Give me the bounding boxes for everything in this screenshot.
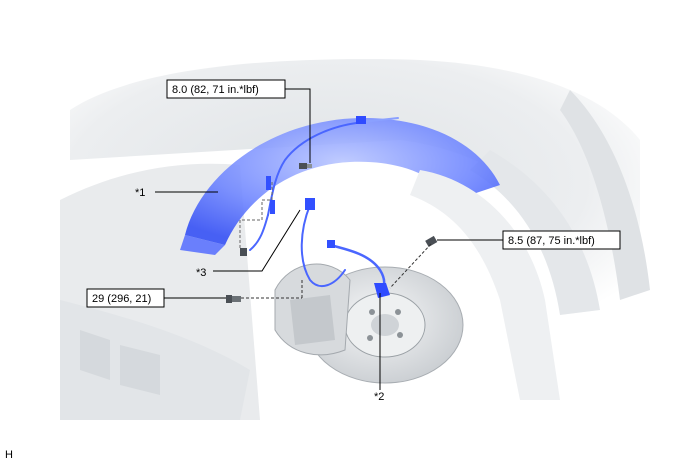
harness-clip <box>270 200 275 214</box>
torque-box-upper: 8.0 (82, 71 in.*lbf) <box>166 79 286 99</box>
inner-fender <box>410 170 560 400</box>
harness-connector <box>356 116 366 124</box>
dashed-guide-lines <box>241 243 432 299</box>
torque-label-right: 8.5 (87, 75 in.*lbf) <box>508 235 595 247</box>
harness-clip <box>266 176 271 190</box>
liner-clip-icon <box>240 248 247 256</box>
torque-box-lower: 29 (296, 21) <box>86 288 165 308</box>
callout-part-3: *3 <box>196 267 206 279</box>
torque-box-right: 8.5 (87, 75 in.*lbf) <box>502 230 621 250</box>
wheel-well-liner <box>180 117 500 255</box>
speed-sensor <box>374 283 390 298</box>
torque-label-lower: 29 (296, 21) <box>92 293 151 305</box>
figure-code: H <box>5 449 13 461</box>
callout-part-2: *2 <box>374 391 384 403</box>
harness-bracket <box>305 198 315 210</box>
callout-part-1: *1 <box>135 187 145 199</box>
brake-disc-assembly <box>274 263 464 384</box>
clip-dashed-outline <box>239 180 273 248</box>
lower-bolt-icon <box>226 295 241 303</box>
harness-clip <box>327 240 335 248</box>
torque-label-upper: 8.0 (82, 71 in.*lbf) <box>172 84 259 96</box>
right-bolt-icon <box>425 235 438 247</box>
leader-lines <box>155 88 503 390</box>
upper-bolt-icon <box>299 163 312 169</box>
